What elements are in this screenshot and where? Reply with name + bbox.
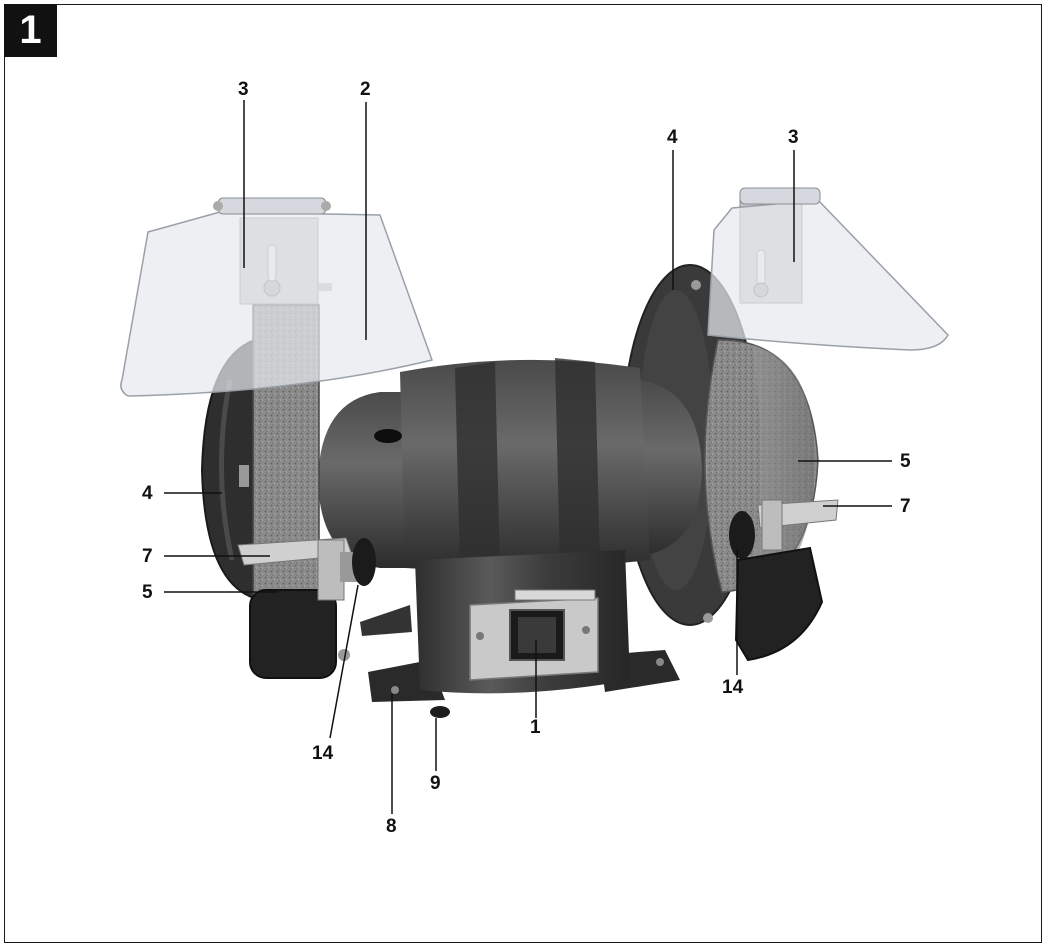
left-eye-shield: [120, 211, 433, 397]
callout-14-left: 14: [312, 743, 334, 764]
callout-2: 2: [360, 79, 371, 100]
callout-1: 1: [530, 717, 541, 738]
figure-frame: [4, 4, 1042, 943]
callout-4-left: 4: [142, 483, 153, 504]
left-shield-hinge: [217, 197, 327, 215]
callout-7-left: 7: [142, 546, 153, 567]
on-off-switch: [469, 589, 599, 681]
callout-5-left: 5: [142, 582, 153, 603]
callout-4-right: 4: [667, 127, 678, 148]
housing-band-left: [455, 362, 500, 572]
rubber-foot: [430, 706, 450, 718]
mounting-hole-right: [656, 658, 664, 666]
callout-14-right: 14: [722, 677, 744, 698]
guard-clip: [239, 465, 249, 487]
callout-leader-lines: [164, 100, 892, 814]
right-eye-shield: [707, 199, 949, 351]
right-wheel-lower-cover: [734, 546, 824, 662]
callout-3-left: 3: [238, 79, 249, 100]
rear-foot: [360, 605, 412, 636]
vent-slot: [374, 429, 402, 443]
guard-screw-bottom: [703, 613, 713, 623]
left-wheel-lower-cover: [249, 589, 337, 679]
guard-screw-top: [691, 280, 701, 290]
mounting-hole: [391, 686, 399, 694]
motor-cylinder: [400, 359, 650, 571]
callout-3-right: 3: [788, 127, 799, 148]
left-adjustment-knob: [340, 538, 376, 586]
switch-guard-top: [514, 589, 596, 601]
right-shield-hinge: [739, 187, 821, 205]
figure-number-badge: 1: [4, 4, 57, 57]
right-adjustment-knob: [729, 511, 755, 559]
callout-9: 9: [430, 773, 441, 794]
leader-14-left: [329, 584, 359, 739]
housing-band-right: [555, 358, 600, 570]
callout-5-right: 5: [900, 451, 911, 472]
callout-7-right: 7: [900, 496, 911, 517]
switch-rocker-face: [518, 617, 556, 653]
callout-8: 8: [386, 816, 397, 837]
